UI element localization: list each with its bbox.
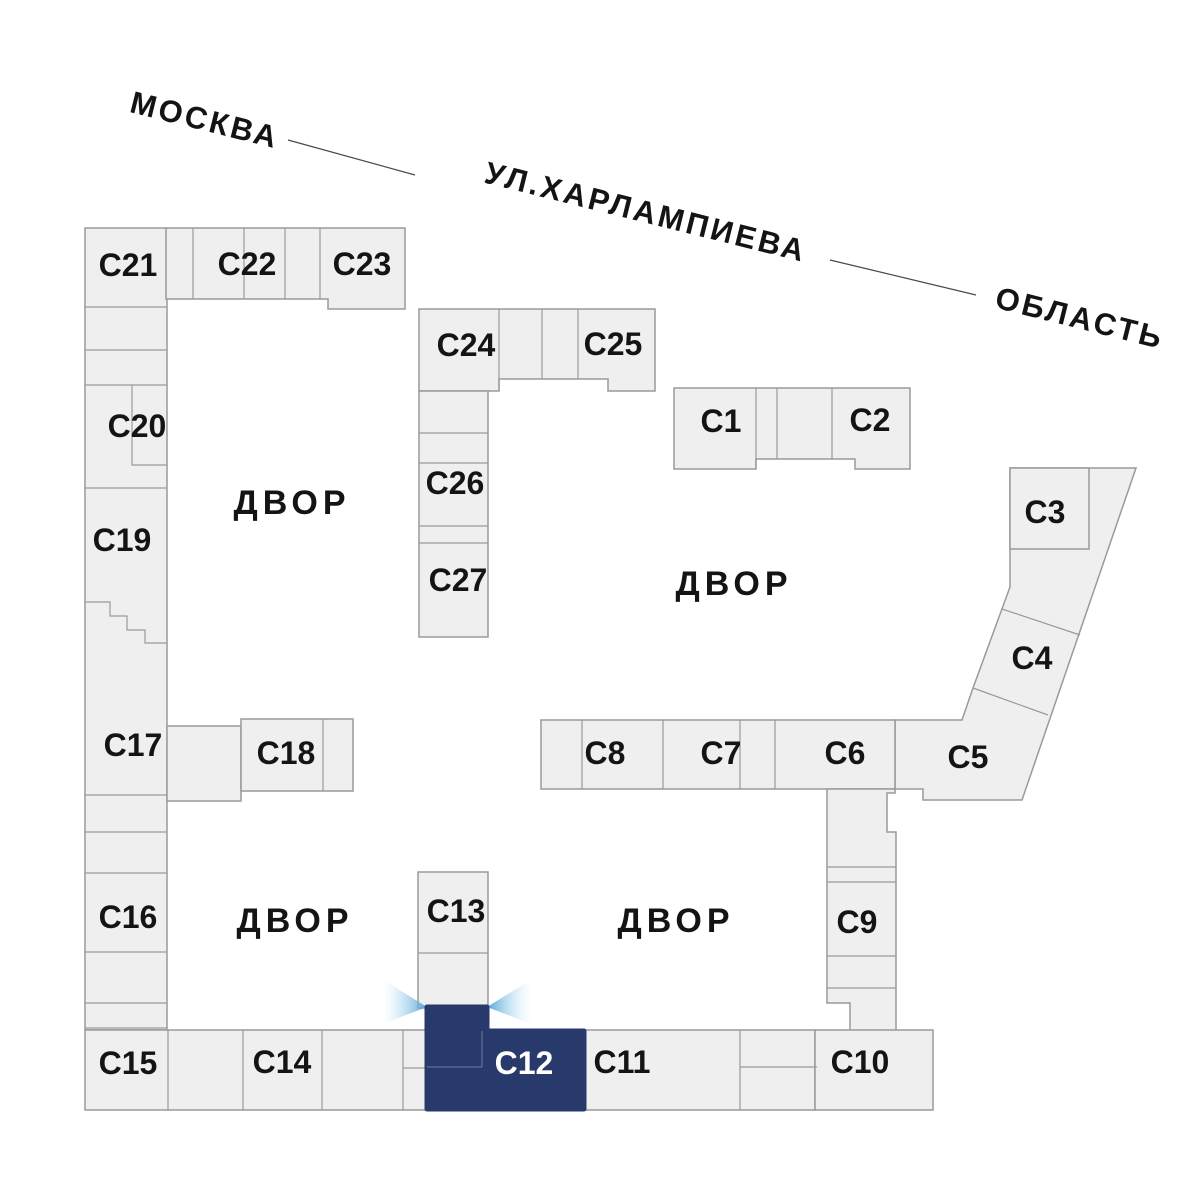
building-label-c6[interactable]: С6 (825, 735, 866, 771)
building-label-c21[interactable]: С21 (99, 247, 158, 283)
street-label-oblast: ОБЛАСТЬ (992, 280, 1168, 356)
street-label-ul-kharlampieva: УЛ.ХАРЛАМПИЕВА (481, 155, 810, 269)
view-cone-right (487, 981, 529, 1023)
building-label-c3[interactable]: С3 (1025, 494, 1066, 530)
building-outline-c17-arm[interactable] (166, 725, 242, 802)
building-label-c1[interactable]: С1 (701, 403, 742, 439)
section-dividers (85, 228, 1081, 1110)
building-label-c12[interactable]: С12 (495, 1045, 554, 1081)
building-outline-c3-box[interactable] (1009, 467, 1090, 550)
building-label-c17[interactable]: С17 (104, 727, 163, 763)
building-label-c10[interactable]: С10 (831, 1044, 890, 1080)
building-label-c5[interactable]: С5 (948, 739, 989, 775)
building-label-c19[interactable]: С19 (93, 522, 152, 558)
building-label-c14[interactable]: С14 (253, 1044, 312, 1080)
section-divider (1001, 608, 1081, 636)
building-label-c23[interactable]: С23 (333, 246, 392, 282)
courtyard-labels: ДВОР ДВОР ДВОР ДВОР (233, 484, 792, 940)
section-divider (131, 385, 167, 466)
building-label-c7[interactable]: С7 (701, 735, 742, 771)
building-label-c13[interactable]: С13 (427, 893, 486, 929)
building-label-c26[interactable]: С26 (426, 465, 485, 501)
building-label-c16[interactable]: С16 (99, 899, 158, 935)
section-divider (972, 687, 1049, 716)
building-label-c25[interactable]: С25 (584, 326, 643, 362)
building-outline-c9-tower[interactable] (826, 788, 897, 1033)
street-label-moskva: МОСКВА (127, 85, 283, 156)
building-label-c8[interactable]: С8 (585, 735, 626, 771)
view-cone-left (385, 981, 427, 1023)
building-label-c2[interactable]: С2 (850, 402, 891, 438)
building-label-c4[interactable]: С4 (1012, 640, 1053, 676)
section-divider (85, 601, 167, 644)
building-outline-c24-tower[interactable] (418, 390, 489, 638)
courtyard-label: ДВОР (233, 484, 350, 522)
building-label-c11[interactable]: С11 (594, 1044, 651, 1080)
courtyard-label: ДВОР (617, 902, 734, 940)
building-shapes (84, 227, 1138, 1111)
building-outline-c10-block[interactable] (814, 1029, 934, 1111)
courtyard-label: ДВОР (675, 565, 792, 603)
street-divider-line (829, 259, 977, 296)
building-label-c27[interactable]: С27 (429, 562, 488, 598)
building-label-c22[interactable]: С22 (218, 246, 277, 282)
view-cones (385, 981, 529, 1023)
building-label-c20[interactable]: С20 (108, 408, 167, 444)
courtyard-label: ДВОР (236, 902, 353, 940)
selected-building-c12[interactable] (424, 1004, 587, 1112)
building-outline-c1-block[interactable] (673, 387, 911, 470)
building-label-c15[interactable]: С15 (99, 1045, 158, 1081)
building-label-c24[interactable]: С24 (437, 327, 496, 363)
building-label-c18[interactable]: С18 (257, 735, 316, 771)
building-label-c9[interactable]: С9 (837, 904, 878, 940)
selected-building-layer (424, 1004, 587, 1112)
building-outline-c18-block[interactable] (240, 718, 354, 792)
street-divider-line (287, 139, 416, 176)
